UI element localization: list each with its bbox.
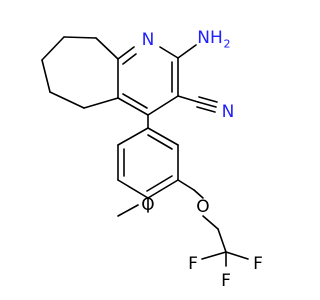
bond	[41, 59, 51, 93]
bond	[117, 127, 149, 146]
bond	[117, 97, 149, 116]
bond	[147, 179, 179, 199]
atom-label-n-cn: N	[222, 102, 235, 122]
bond	[159, 46, 179, 59]
bond	[117, 179, 149, 199]
bond	[147, 95, 179, 116]
bond	[225, 251, 249, 260]
bond	[49, 91, 85, 109]
atom-label-nh2: NH	[197, 28, 223, 48]
bond	[117, 204, 139, 217]
bond	[146, 175, 173, 192]
methoxy-group	[117, 197, 149, 217]
bond	[198, 96, 218, 103]
bond	[117, 46, 135, 60]
bond	[177, 95, 199, 103]
bond	[122, 93, 148, 109]
bond	[95, 37, 119, 60]
structure-svg: N NH 2 N O O F F F	[41, 28, 263, 291]
bond	[122, 53, 137, 65]
bond	[196, 106, 216, 113]
atom-label-f1: F	[188, 254, 198, 274]
bond	[197, 101, 217, 108]
bond	[193, 189, 204, 199]
atom-label-f2: F	[253, 254, 263, 274]
atom-label-n1: N	[142, 30, 155, 50]
molecule-diagram: N NH 2 N O O F F F	[41, 28, 263, 291]
nitrile-group	[177, 95, 218, 113]
bond	[201, 251, 227, 260]
atom-label-o-methoxy: O	[141, 195, 154, 215]
atom-labels: N NH 2 N O O F F F	[141, 28, 263, 291]
trifluoroethoxymethyl-group	[177, 179, 249, 267]
cycloheptane-ring	[41, 36, 119, 109]
atom-label-f3: F	[221, 271, 231, 291]
benzene-ring	[117, 127, 179, 199]
bond	[147, 127, 179, 146]
atom-label-nh2-subscript: 2	[224, 38, 231, 51]
bond	[147, 134, 173, 150]
bond	[41, 36, 65, 61]
atom-label-o-ether: O	[196, 197, 209, 217]
bond	[63, 36, 97, 39]
bond	[83, 97, 119, 109]
bond	[177, 44, 197, 59]
bond	[217, 228, 227, 253]
bond	[202, 215, 219, 230]
pyridine-ring	[117, 46, 179, 116]
bond	[177, 179, 195, 191]
